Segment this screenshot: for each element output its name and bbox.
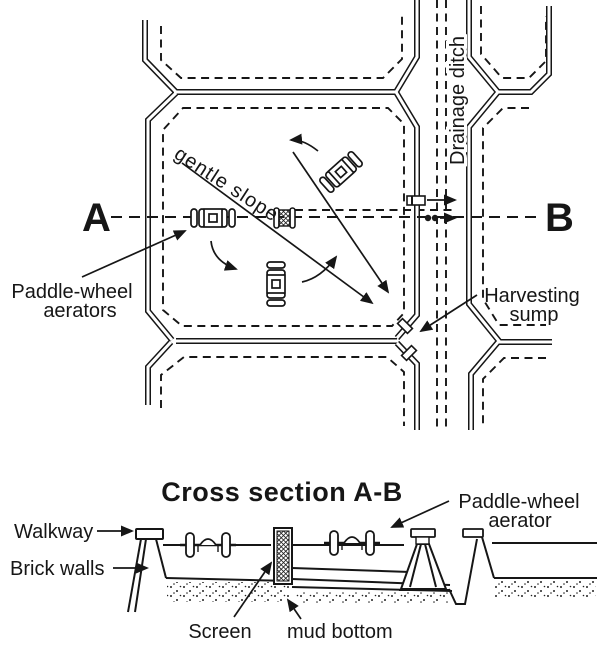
harvesting-sump-label: Harvesting sump: [419, 285, 580, 333]
flow-arrows: [181, 133, 390, 305]
point-b-label: B: [545, 196, 574, 240]
harvesting-sump: [396, 317, 418, 362]
culvert-icon: [424, 214, 432, 222]
svg-text:Screen: Screen: [188, 621, 251, 643]
drainage-ditch-section: [448, 538, 478, 605]
brick-wall-left: [127, 528, 167, 613]
paddle-wheel-aerator-side-icon: [322, 529, 382, 557]
walkway-cap: [135, 528, 164, 540]
aerators-label: Paddle-wheel aerators: [11, 230, 187, 322]
svg-text:Paddle-wheel: Paddle-wheel: [11, 281, 132, 303]
culvert-icon: [431, 214, 439, 222]
walkway-label: Walkway: [14, 521, 134, 543]
svg-text:Walkway: Walkway: [14, 521, 93, 543]
section-line-a-b: A B: [82, 196, 574, 240]
paddle-wheel-aerator-icon: [317, 149, 365, 195]
aerator-center-icon: [273, 207, 296, 229]
paddle-wheel-aerator-side-icon: [178, 531, 238, 559]
aerator-label: Paddle-wheel aerator: [390, 491, 580, 532]
svg-text:Paddle-wheel: Paddle-wheel: [458, 491, 579, 513]
paddle-wheel-aerator-icon: [266, 261, 286, 307]
mud-stipple: [167, 580, 596, 603]
point-a-label: A: [82, 196, 111, 240]
drain-gate: [406, 194, 457, 224]
svg-text:sump: sump: [510, 304, 559, 326]
svg-text:Harvesting: Harvesting: [484, 285, 580, 307]
walkway-cap: [462, 528, 484, 538]
paddle-wheel-aerator-icon: [190, 208, 236, 228]
mud-bottom-label: mud bottom: [286, 598, 393, 643]
svg-text:aerators: aerators: [43, 300, 116, 322]
pond-inner-slope-dashes: [160, 0, 547, 430]
ditch-walls: [399, 528, 495, 605]
screen-structure: [273, 527, 293, 585]
svg-text:mud bottom: mud bottom: [287, 621, 393, 643]
svg-text:aerator: aerator: [488, 510, 552, 532]
drainage-ditch-label: Drainage ditch: [447, 36, 469, 165]
cross-section-title: Cross section A-B: [161, 477, 403, 507]
screen-label: Screen: [188, 561, 273, 643]
plan-view: A B gentle slope Drainage ditch: [11, 0, 580, 430]
brick-walls-label: Brick walls: [10, 558, 149, 580]
svg-text:Brick walls: Brick walls: [10, 558, 104, 580]
cross-section: Cross section A-B: [10, 477, 597, 643]
